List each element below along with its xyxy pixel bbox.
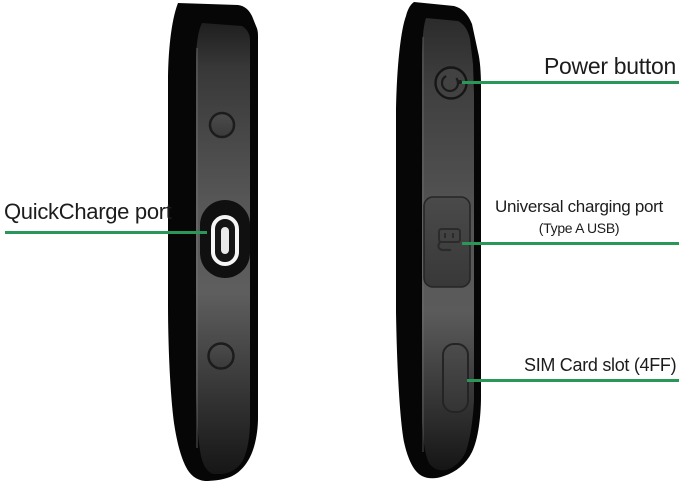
usb-icon xyxy=(437,228,461,252)
charging-port-cover xyxy=(423,196,471,288)
bottom-round-button xyxy=(207,342,235,370)
power-button-label: Power button xyxy=(544,53,676,79)
left-device xyxy=(168,3,258,481)
callout-line-sim xyxy=(467,379,679,382)
right-device xyxy=(396,2,482,480)
universal-charging-port-label-main: Universal charging port xyxy=(495,197,663,216)
callout-line-quickcharge xyxy=(5,231,207,234)
callout-line-power xyxy=(462,81,679,84)
usbc-port-tongue xyxy=(221,227,229,254)
power-icon xyxy=(440,73,462,93)
left-device-render xyxy=(168,3,258,481)
top-round-button xyxy=(208,111,236,139)
universal-charging-port-label: Universal charging port (Type A USB) xyxy=(480,197,678,236)
universal-charging-port-sublabel: (Type A USB) xyxy=(538,220,620,236)
right-device-render xyxy=(396,2,481,479)
sim-card-slot xyxy=(442,343,469,413)
quickcharge-port-label: QuickCharge port xyxy=(4,199,172,224)
callout-line-universal-charging xyxy=(462,242,679,245)
sim-card-slot-label: SIM Card slot (4FF) xyxy=(524,355,677,375)
